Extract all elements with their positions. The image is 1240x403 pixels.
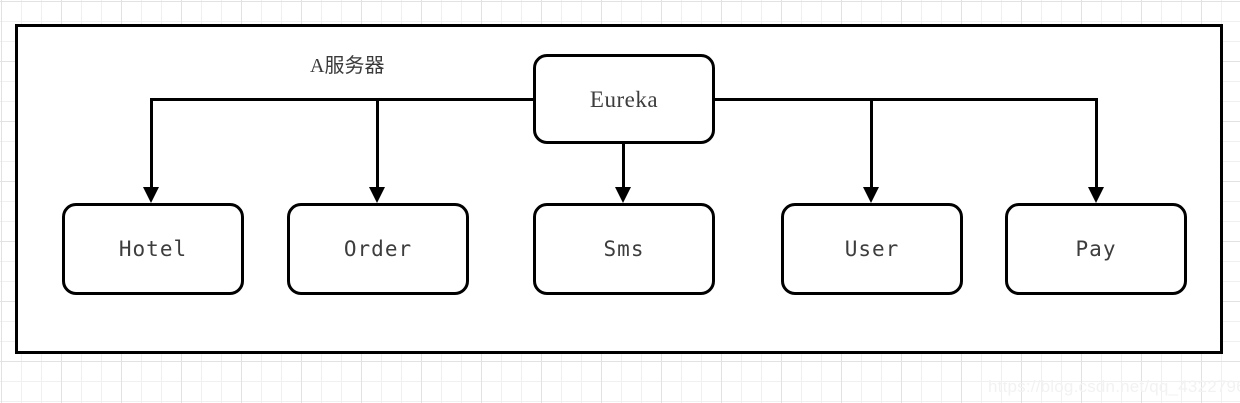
- arrowhead-hotel: [143, 187, 159, 203]
- watermark: https://blog.csdn.net/qq_43227967: [988, 377, 1240, 396]
- node-eureka[interactable]: Eureka: [533, 54, 715, 144]
- node-order[interactable]: Order: [287, 203, 469, 295]
- node-user[interactable]: User: [781, 203, 963, 295]
- connector-drop-sms: [622, 143, 625, 189]
- connector-eureka-right-trunk: [713, 98, 1098, 101]
- node-pay[interactable]: Pay: [1005, 203, 1187, 295]
- connector-eureka-left-trunk: [150, 98, 534, 101]
- connector-drop-pay: [1095, 98, 1098, 189]
- node-order-label: Order: [343, 236, 413, 261]
- connector-drop-hotel: [150, 98, 153, 189]
- node-sms[interactable]: Sms: [533, 203, 715, 295]
- arrowhead-pay: [1088, 187, 1104, 203]
- node-eureka-label: Eureka: [589, 86, 659, 112]
- arrowhead-user: [863, 187, 879, 203]
- node-hotel[interactable]: Hotel: [62, 203, 244, 295]
- node-hotel-label: Hotel: [118, 236, 188, 261]
- connector-drop-user: [870, 98, 873, 189]
- node-user-label: User: [844, 236, 900, 261]
- node-sms-label: Sms: [603, 236, 645, 261]
- arrowhead-order: [369, 187, 385, 203]
- arrowhead-sms: [615, 187, 631, 203]
- connector-drop-order: [376, 98, 379, 189]
- node-pay-label: Pay: [1075, 236, 1117, 261]
- server-container-label: A服务器: [310, 55, 385, 77]
